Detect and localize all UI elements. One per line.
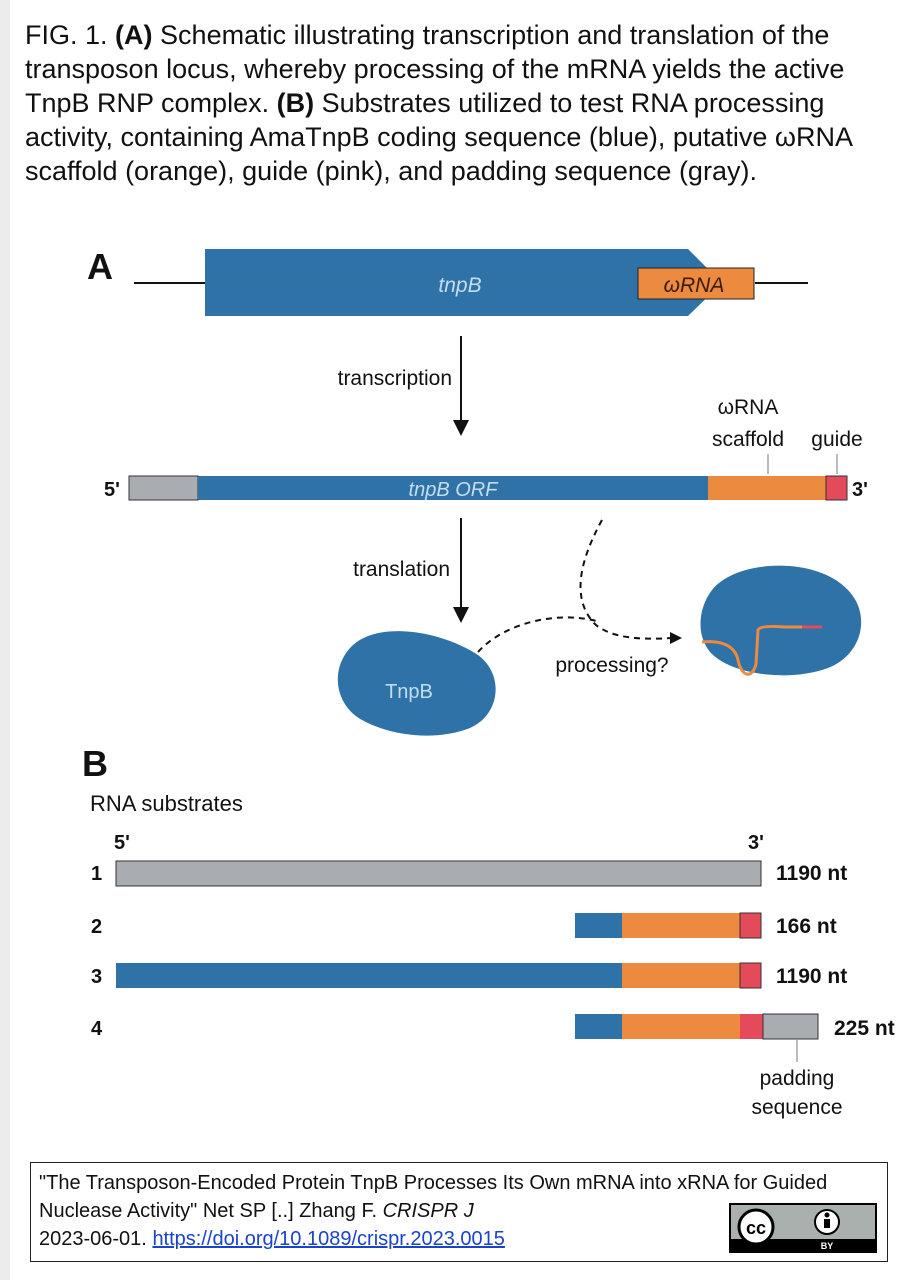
caption-a-text: Schematic illustrating transcription and… [25,20,845,118]
substrates-five-prime: 5' [114,832,130,854]
mrna-three-prime: 3' [852,479,868,501]
substrate-3-orange [622,963,740,988]
citation-date: 2023-06-01. [39,1228,147,1250]
substrate-1-id: 1 [91,863,102,885]
orna-box [637,267,755,300]
tnpb-protein-blob [337,631,496,736]
citation-text: "The Transposon-Encoded Protein TnpB Pro… [39,1169,889,1253]
rnp-complex-blob [700,565,862,676]
translation-label: translation [353,558,450,581]
rna-substrates-heading: RNA substrates [90,791,243,816]
padding-label-line1: padding [760,1067,835,1090]
tnpb-gene-label: tnpB [438,274,481,297]
rnp-bound-rna [701,624,802,676]
substrate-2-length: 166 nt [776,915,837,938]
cc-icon: cc [737,1208,775,1246]
substrate-1-length: 1190 nt [776,862,847,885]
mrna-guide-pink [825,475,848,501]
panel-a-label: A [87,246,113,287]
cc-by-license-badge: cc BY [729,1203,877,1253]
citation-doi-link[interactable]: https://doi.org/10.1089/crispr.2023.0015 [152,1228,505,1250]
transcription-label: transcription [338,367,452,390]
substrate-3-blue [116,963,622,988]
citation-title: "The Transposon-Encoded Protein TnpB Pro… [39,1172,828,1222]
mrna-orf-blue [198,476,708,500]
citation-authors: Net SP [..] Zhang F. [202,1200,378,1222]
tnpb-gene-arrow [205,249,722,316]
panel-b-label: B [82,743,108,784]
caption-b-label: (B) [276,88,315,118]
citation-box: "The Transposon-Encoded Protein TnpB Pro… [30,1162,888,1262]
orna-label: ωRNA [718,396,779,419]
substrate-4-id: 4 [91,1018,103,1040]
substrate-3-pink [739,962,762,989]
substrate-2-id: 2 [91,916,102,938]
processing-label: processing? [555,654,668,677]
substrate-4-length: 225 nt [834,1017,895,1040]
tnpb-protein-label: TnpB [385,681,433,703]
cc-by-badge-graphic: cc BY [731,1208,875,1251]
caption-a-label: (A) [115,20,153,50]
substrate-4-orange [622,1014,740,1039]
processing-dashed-from-mrna [579,519,673,640]
substrate-2-orange [622,913,740,938]
mrna-five-prime: 5' [104,479,120,501]
substrate-1-gray [115,860,762,887]
substrate-3-length: 1190 nt [776,965,847,988]
scaffold-label: scaffold [712,428,784,451]
substrate-4-pink [740,1014,763,1039]
left-margin-strip [0,0,10,1280]
substrate-2-blue [575,913,622,938]
by-icon [814,1209,840,1235]
substrate-4-gray [762,1013,819,1040]
mrna-orf-label: tnpB ORF [409,479,500,501]
substrate-4-blue [575,1014,622,1039]
figure-caption: FIG. 1. (A) Schematic illustrating trans… [25,18,905,188]
mrna-utr-gray [128,475,199,501]
svg-text:cc: cc [746,1218,766,1238]
substrate-3-id: 3 [91,966,102,988]
orna-box-label: ωRNA [664,274,725,297]
citation-journal: CRISPR J [382,1200,474,1222]
caption-fig-label: FIG. 1. [25,20,108,50]
license-badge-text: BY [821,1241,834,1251]
caption-b-text: Substrates utilized to test RNA processi… [25,88,852,186]
padding-label-line2: sequence [751,1096,842,1119]
processing-dashed-from-protein [477,616,601,653]
substrates-three-prime: 3' [748,832,764,854]
processing-arrowhead [670,632,682,644]
guide-label: guide [811,428,862,451]
figure-diagram: A tnpB ωRNA transcription ωRNA scaffold … [82,246,895,1119]
mrna-scaffold-orange [708,476,826,500]
substrate-2-pink [739,912,762,939]
